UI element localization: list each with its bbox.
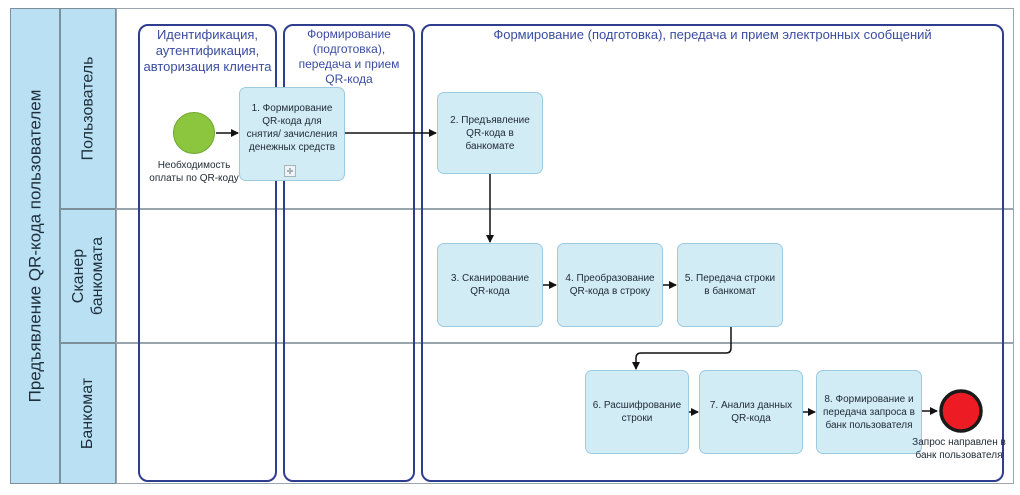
- task-8-label: 8. Формирование и передача запроса в бан…: [823, 393, 915, 431]
- task-1-label: 1. Формирование QR-кода для снятия/ зачи…: [246, 103, 338, 153]
- task-5-transfer-string[interactable]: 5. Передача строки в банкомат: [677, 243, 783, 327]
- task-8-send-request[interactable]: 8. Формирование и передача запроса в бан…: [816, 370, 922, 454]
- end-event-icon: [939, 389, 983, 433]
- task-6-label: 6. Расшифрование строки: [592, 400, 682, 424]
- subprocess-plus-icon[interactable]: [284, 165, 296, 177]
- phase-formation-title: Формирование (подготовка), передача и пр…: [298, 27, 400, 86]
- phase-identification-title: Идентификация, аутентификация, авторизац…: [143, 27, 272, 74]
- task-3-scan-qr[interactable]: 3. Сканирование QR-кода: [437, 243, 543, 327]
- lane-header-user: Пользователь: [60, 8, 116, 209]
- task-4-label: 4. Преобразование QR-кода в строку: [565, 273, 655, 297]
- task-6-decrypt-string[interactable]: 6. Расшифрование строки: [585, 370, 689, 454]
- task-7-label: 7. Анализ данных QR-кода: [709, 400, 793, 424]
- task-7-analyze-qr[interactable]: 7. Анализ данных QR-кода: [699, 370, 803, 454]
- phase-identification: [138, 24, 277, 482]
- phase-formation: [283, 24, 415, 482]
- task-2-label: 2. Предъявление QR-кода в банкомате: [450, 114, 530, 152]
- task-4-convert-qr[interactable]: 4. Преобразование QR-кода в строку: [557, 243, 663, 327]
- lane-header-atm: Банкомат: [60, 343, 116, 484]
- task-5-label: 5. Передача строки в банкомат: [684, 273, 776, 297]
- task-3-label: 3. Сканирование QR-кода: [450, 273, 530, 297]
- phase-exchange: [421, 24, 1004, 482]
- end-event-label: Запрос направлен в банк пользователя: [912, 437, 1006, 461]
- flow-task5-to-task6: [632, 327, 732, 370]
- phase-exchange-title: Формирование (подготовка), передача и пр…: [493, 27, 932, 42]
- pool-header: [10, 8, 60, 484]
- start-event-icon: [173, 112, 215, 154]
- lane-header-scanner: Сканер банкомата: [60, 209, 116, 343]
- task-1-generate-qr[interactable]: 1. Формирование QR-кода для снятия/ зачи…: [239, 87, 345, 181]
- task-2-present-qr[interactable]: 2. Предъявление QR-кода в банкомате: [437, 92, 543, 174]
- start-event-label: Необходимость оплаты по QR-коду: [149, 160, 239, 184]
